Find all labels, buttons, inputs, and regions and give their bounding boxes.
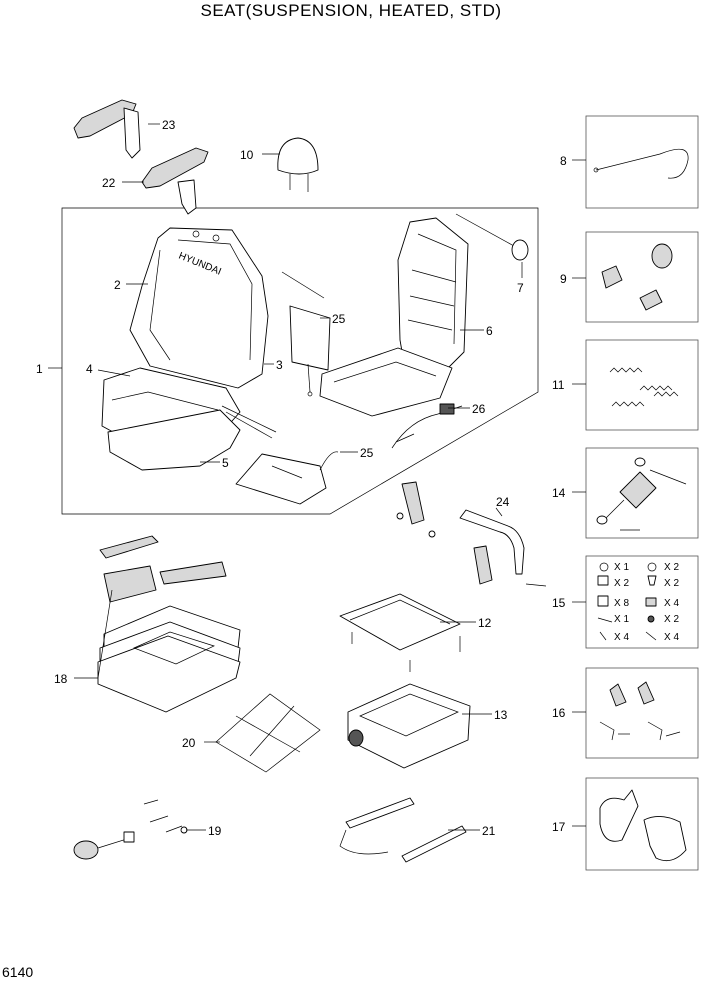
armrest-right-part (141, 147, 209, 215)
wire-harness-part (391, 403, 463, 449)
knob-part (639, 289, 663, 311)
kit15-qty: X 4 (664, 598, 679, 609)
headrest-part (277, 137, 319, 192)
kit15-qty: X 2 (664, 578, 679, 589)
kit15-qty: X 4 (664, 632, 679, 643)
callout-2: 2 (114, 278, 121, 292)
suspension-unit-part (347, 683, 471, 769)
callout-3: 3 (276, 358, 283, 372)
kit11-box (585, 339, 699, 431)
callout-21: 21 (482, 824, 496, 838)
callout-12: 12 (478, 616, 492, 630)
kit15-qty: X 1 (614, 614, 629, 625)
seat-assembly-outline (61, 207, 539, 515)
callout-11: 11 (552, 378, 565, 392)
knob-part (601, 265, 623, 289)
seat-belt-part (396, 481, 547, 587)
callout-4: 4 (86, 362, 93, 376)
clamp-part (599, 789, 687, 862)
callout-20: 20 (182, 736, 196, 750)
heater-wire (281, 271, 325, 299)
kit15-qty: X 2 (664, 562, 679, 573)
callout-8: 8 (560, 154, 567, 168)
kit15-qty: X 2 (664, 614, 679, 625)
callout-25-lower: 25 (360, 446, 374, 460)
callout-22: 22 (102, 176, 116, 190)
cable-part (595, 148, 689, 179)
callout-18: 18 (54, 672, 68, 686)
heater-pad-seat-part (235, 451, 339, 505)
callout-13: 13 (494, 708, 508, 722)
page-title: SEAT(SUSPENSION, HEATED, STD) (200, 1, 502, 20)
callout-1: 1 (36, 362, 43, 376)
kit8-box (585, 115, 699, 209)
bracket-pin-part (599, 681, 681, 741)
lumbar-knob-part (455, 213, 529, 261)
heater-wire (221, 405, 277, 433)
heater-pad-back-part (289, 305, 331, 397)
heater-wire (225, 411, 273, 439)
kit15-qty: X 1 (614, 562, 629, 573)
kit16-box (585, 667, 699, 759)
callout-16: 16 (552, 706, 566, 720)
spring-frame-part (215, 693, 321, 773)
callout-25-upper: 25 (332, 312, 346, 326)
slide-rail-part (339, 797, 467, 863)
armrest-left-part (73, 99, 141, 159)
callout-14: 14 (552, 486, 566, 500)
bellows-cover-part (97, 535, 241, 713)
callout-5: 5 (222, 456, 229, 470)
callout-6: 6 (486, 324, 493, 338)
callout-23: 23 (162, 118, 176, 132)
kit15-qty: X 8 (614, 598, 629, 609)
leader-lines (48, 123, 586, 831)
cushion-pan-part (107, 409, 241, 471)
hardware-kit-part (597, 562, 657, 641)
knob-part (651, 243, 673, 269)
spring-part (609, 367, 679, 407)
shock-absorber-part (596, 457, 687, 531)
page-number: 6140 (2, 964, 34, 980)
valve-assembly-part (73, 799, 188, 860)
backrest-frame-part (319, 217, 469, 417)
callout-10: 10 (240, 148, 254, 162)
callout-26: 26 (472, 402, 486, 416)
slide-rail-set-part (339, 593, 461, 672)
kit15-qty: X 2 (614, 578, 629, 589)
callout-9: 9 (560, 272, 567, 286)
callout-17: 17 (552, 820, 566, 834)
callout-24: 24 (496, 495, 510, 509)
backrest-cushion-part: HYUNDAI (129, 227, 269, 389)
callout-19: 19 (208, 824, 222, 838)
callout-15: 15 (552, 596, 566, 610)
callout-7: 7 (517, 281, 524, 295)
kit15-qty: X 4 (614, 632, 629, 643)
